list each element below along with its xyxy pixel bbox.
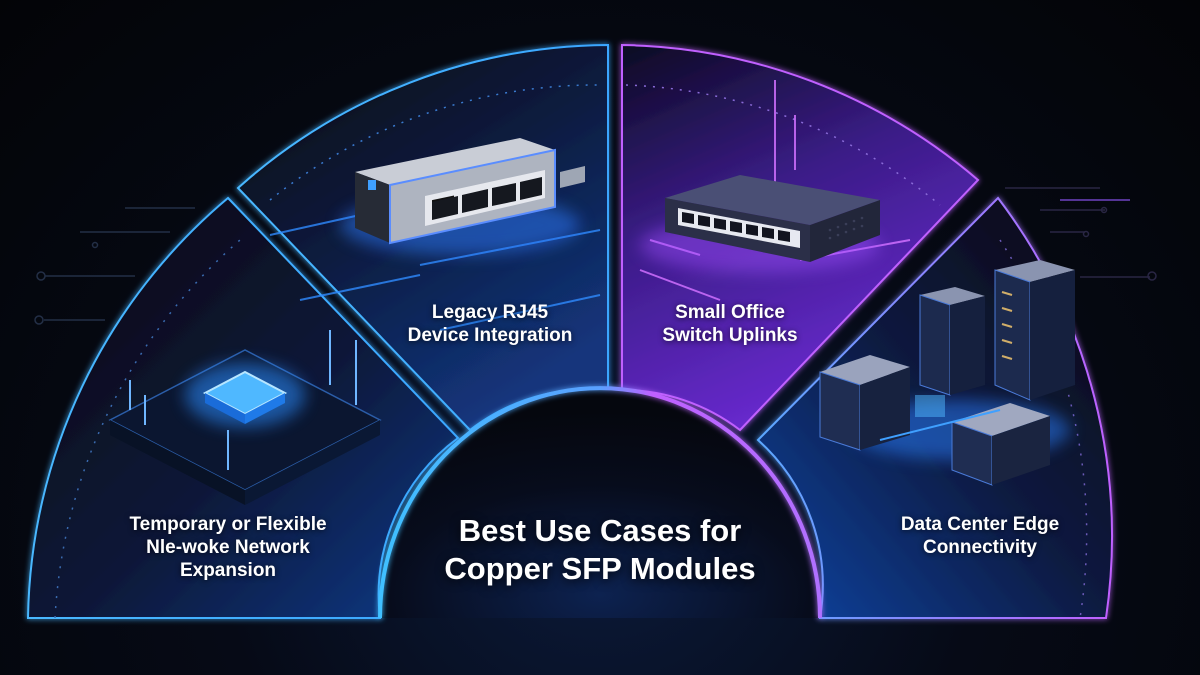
- segment-temporary-network-expansion[interactable]: [26, 196, 460, 619]
- label-line: Switch Uplinks: [662, 324, 798, 346]
- segment-label-temporary-network-expansion: Temporary or Flexible Nle-woke Network E…: [108, 514, 348, 582]
- label-line: Temporary or Flexible: [129, 514, 327, 535]
- glowing-chip-icon: [108, 330, 382, 505]
- segment-small-office-switch[interactable]: [621, 43, 980, 432]
- circuit-decoration-right: [1005, 187, 1157, 281]
- segment-label-legacy-rj45: Legacy RJ45 Device Integration: [380, 302, 600, 348]
- label-line: Data Center Edge: [900, 514, 1060, 535]
- label-line: Small Office: [675, 302, 785, 323]
- page-title: Best Use Cases for Copper SFP Modules: [400, 512, 800, 588]
- segment-legacy-rj45[interactable]: [236, 43, 609, 432]
- label-line: Legacy RJ45: [431, 302, 549, 323]
- server-racks-icon: [819, 260, 1075, 486]
- label-line: Connectivity: [922, 536, 1038, 558]
- label-line: Device Integration: [407, 324, 573, 346]
- center-hub: [378, 386, 822, 619]
- title-line-1: Best Use Cases for: [458, 513, 742, 548]
- segment-data-center-edge[interactable]: [756, 196, 1113, 619]
- network-switch-icon: [640, 175, 880, 273]
- rj45-module-icon: [340, 138, 585, 255]
- title-line-2: Copper SFP Modules: [444, 550, 756, 586]
- label-line: Expansion: [179, 559, 277, 581]
- segment-label-data-center-edge: Data Center Edge Connectivity: [860, 514, 1100, 560]
- circuit-decoration-left: [34, 207, 195, 325]
- label-line: Nle-woke Network: [146, 536, 310, 558]
- segment-label-small-office-switch: Small Office Switch Uplinks: [630, 302, 830, 348]
